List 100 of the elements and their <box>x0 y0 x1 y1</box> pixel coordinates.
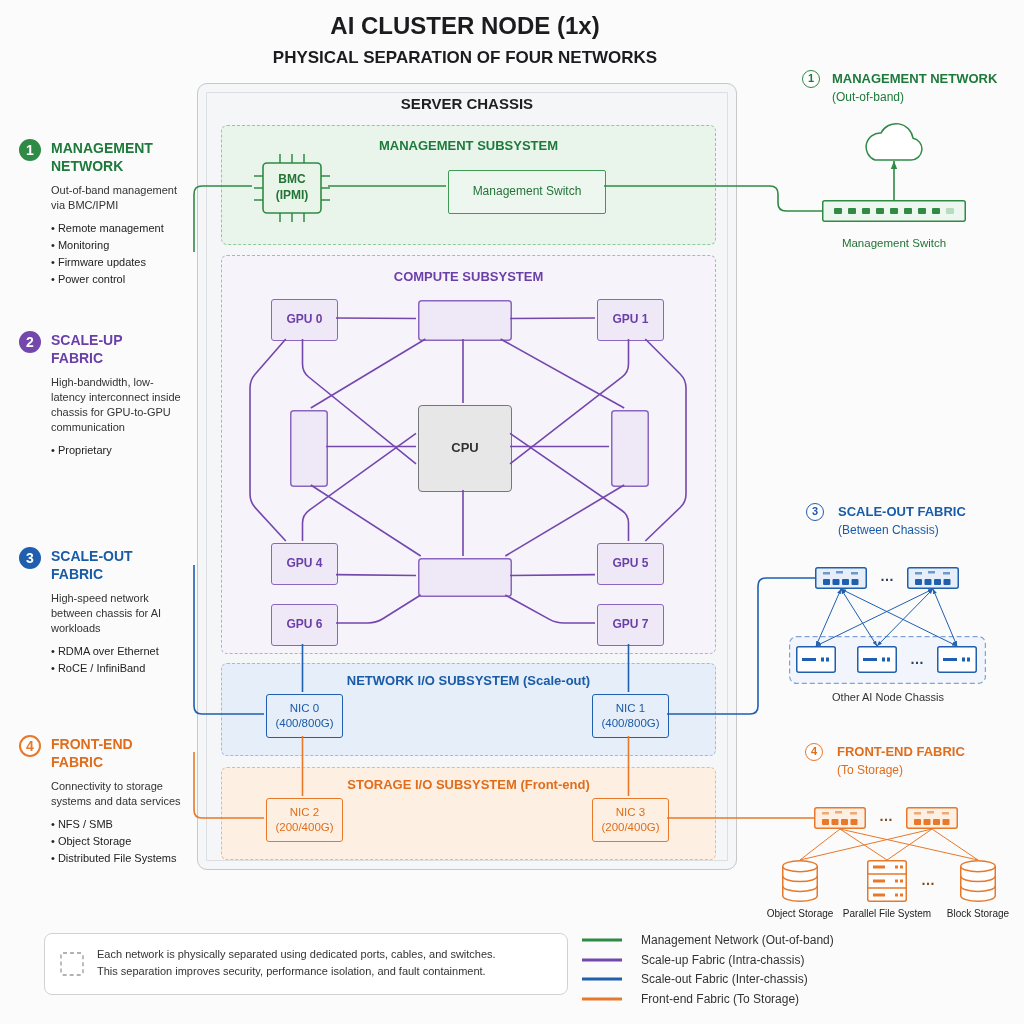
node-caption: Parallel File System <box>842 907 932 921</box>
panel-heading: MANAGEMENT SUBSYSTEM <box>378 138 559 154</box>
chassis-panel <box>197 83 737 870</box>
bullet-item: • Object Storage <box>51 834 132 849</box>
connector-line <box>325 445 417 448</box>
connector-line <box>310 484 422 557</box>
legend-text: Management Network (Out-of-band) <box>641 932 834 948</box>
connector-line <box>931 828 979 861</box>
subsystem-panel <box>221 255 716 654</box>
cloud-icon <box>865 122 923 161</box>
blank-box <box>290 410 328 487</box>
bullet-item: • Proprietary <box>51 443 112 458</box>
section-subheading: (To Storage) <box>837 762 904 778</box>
section-number: 1 <box>802 70 820 88</box>
section-subheading: (Out-of-band) <box>832 89 905 105</box>
connector-line <box>509 445 610 448</box>
connector-line <box>799 828 841 861</box>
connector-line <box>509 317 596 320</box>
bullet-item: • RDMA over Ethernet <box>51 644 159 659</box>
connector-line <box>509 573 596 577</box>
subsystem-panel <box>221 767 716 860</box>
connector-line <box>504 484 625 557</box>
connector-line <box>509 432 630 542</box>
section-description: Out-of-band management via BMC/IPMI <box>51 183 178 213</box>
section-number: 1 <box>19 139 41 161</box>
switch-box: Management Switch <box>448 170 606 214</box>
connector-line <box>193 185 253 253</box>
ellipsis: … <box>880 568 894 584</box>
connector-line <box>509 338 630 465</box>
ellipsis: … <box>921 872 935 888</box>
gpu-box: GPU 4 <box>271 543 338 585</box>
bullet-item: • Monitoring <box>51 238 110 253</box>
gpu-box: GPU 7 <box>597 604 664 646</box>
blank-box <box>418 300 512 341</box>
server-icon <box>857 646 897 673</box>
connector-line <box>504 594 596 624</box>
note-text: Each network is physically separated using dedicated ports, cables, and switches. <box>97 947 496 962</box>
connector-line <box>839 828 888 861</box>
section-description: High-bandwidth, low-latency interconnect inside chassis for GPU-to-GPU communication <box>51 375 182 435</box>
bullet-item: • RoCE / InfiniBand <box>51 661 146 676</box>
connector-line <box>666 817 815 819</box>
database-icon <box>960 860 996 902</box>
section-number: 4 <box>19 735 41 757</box>
group-frame <box>789 636 986 684</box>
arrow <box>840 588 958 647</box>
connector-line <box>193 751 265 819</box>
gpu-box: GPU 0 <box>271 299 338 341</box>
connector-line <box>666 577 816 715</box>
legend-text: Front-end Fabric (To Storage) <box>641 991 800 1008</box>
section-number: 2 <box>19 331 41 353</box>
node-caption: Other AI Node Chassis <box>832 690 944 704</box>
section-description: Connectivity to storage systems and data services <box>51 779 182 809</box>
panel-heading: STORAGE I/O SUBSYSTEM (Front-end) <box>347 777 590 793</box>
network-switch-icon <box>822 200 966 222</box>
subsystem-panel <box>221 125 716 245</box>
gpu-box: GPU 5 <box>597 543 664 585</box>
bullet-item: • Firmware updates <box>51 255 146 270</box>
connector-line <box>310 338 427 409</box>
gpu-box: GPU 6 <box>271 604 338 646</box>
cpu-box: CPU <box>418 405 512 492</box>
arrow <box>815 588 842 647</box>
node-caption: Block Storage <box>946 907 1010 921</box>
arrow <box>815 588 934 647</box>
section-number: 4 <box>805 743 823 761</box>
panel-heading: NETWORK I/O SUBSYSTEM (Scale-out) <box>346 673 591 689</box>
connector-line <box>799 828 933 861</box>
bullet-item: • Distributed File Systems <box>51 851 177 866</box>
blank-box <box>418 558 512 597</box>
diagram-title: AI CLUSTER NODE (1x) <box>330 12 600 40</box>
bullet-item: • Power control <box>51 272 126 287</box>
section-number: 3 <box>19 547 41 569</box>
section-heading: FRONT-END FABRIC <box>51 735 134 771</box>
arrow <box>840 588 878 647</box>
blank-box <box>611 410 649 487</box>
connector-line <box>603 185 823 212</box>
bullet-item: • NFS / SMB <box>51 817 113 832</box>
connector-line <box>301 735 304 797</box>
connector-line <box>462 338 464 404</box>
connector-line <box>193 564 265 715</box>
connector-line <box>462 489 464 557</box>
connector-line <box>327 185 447 187</box>
network-switch-icon <box>906 807 958 829</box>
connector-line <box>627 643 630 693</box>
section-heading: FRONT-END FABRIC <box>837 744 965 760</box>
arrow <box>932 588 958 647</box>
panel-heading: COMPUTE SUBSYSTEM <box>393 269 544 285</box>
database-icon <box>782 860 818 902</box>
node-caption: Management Switch <box>841 236 947 250</box>
section-description: High-speed network between chassis for AI workloads <box>51 591 163 636</box>
connector-line <box>301 338 417 465</box>
section-heading: SCALE-UP FABRIC <box>51 331 124 367</box>
arrow <box>890 160 898 201</box>
nic-box: NIC 2 (200/400G) <box>266 798 343 842</box>
connector-line <box>644 338 687 542</box>
connector-line <box>335 573 417 577</box>
legend-text: Scale-up Fabric (Intra-chassis) <box>641 951 805 968</box>
connector-line <box>839 828 979 861</box>
connector-line <box>335 317 417 320</box>
node-caption: Object Storage <box>766 907 834 921</box>
legend-text: Scale-out Fabric (Inter-chassis) <box>641 971 808 988</box>
